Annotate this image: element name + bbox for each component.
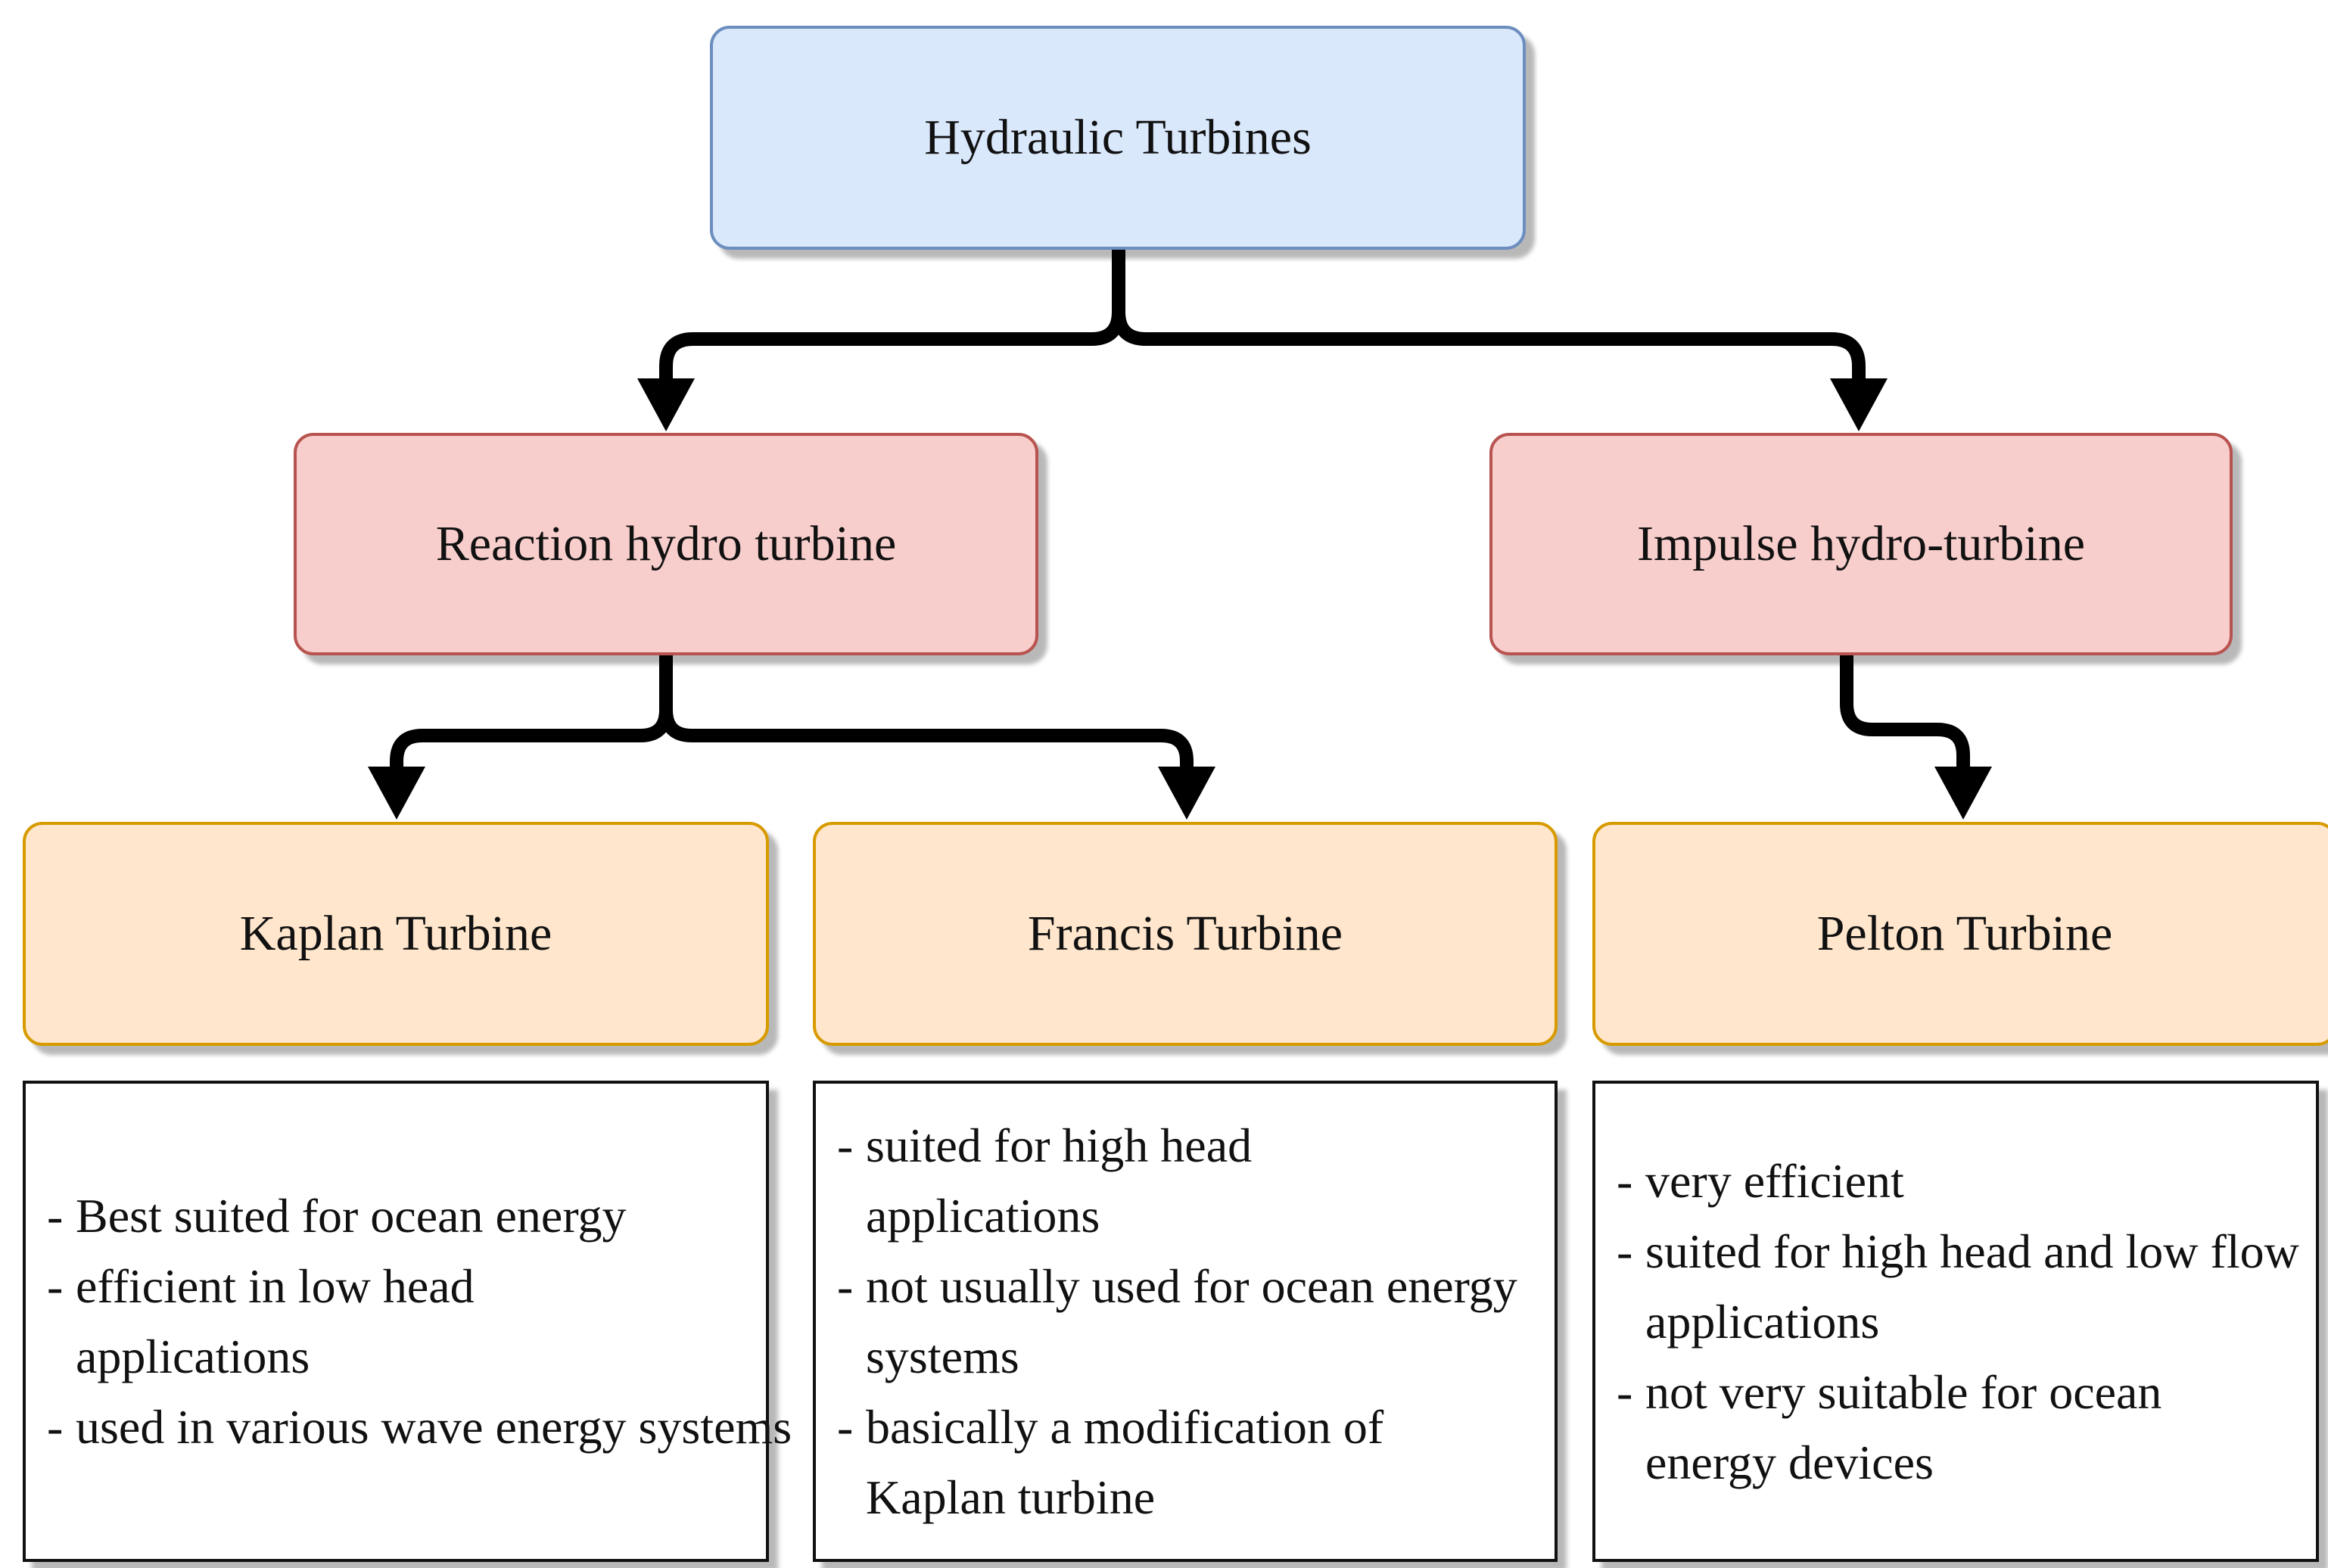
- pelton-note: suited for high head and low flow applic…: [1617, 1216, 2326, 1357]
- arrowhead-impulse: [1830, 378, 1888, 431]
- francis-notes-box: suited for high head applications not us…: [813, 1081, 1558, 1562]
- arrowhead-pelton: [1934, 767, 1992, 820]
- connector-impulse-to-pelton: [1840, 649, 1970, 777]
- connector-reaction-to-francis: [659, 703, 1194, 777]
- root-node-hydraulic-turbines: Hydraulic Turbines: [710, 26, 1526, 250]
- kaplan-note: efficient in low head applications: [47, 1251, 515, 1392]
- pelton-note: very efficient: [1617, 1146, 2326, 1216]
- turbine-node-francis: Francis Turbine: [813, 822, 1558, 1046]
- category-node-reaction: Reaction hydro turbine: [294, 433, 1038, 655]
- pelton-notes-list: very efficient suited for high head and …: [1617, 1146, 2326, 1498]
- turbine-node-pelton: Pelton Turbine: [1592, 822, 2328, 1046]
- francis-note: not usually used for ocean energy system…: [837, 1251, 1532, 1392]
- kaplan-note: used in various wave energy systems: [47, 1392, 795, 1462]
- connector-root-to-reaction: [659, 243, 1125, 389]
- francis-note: suited for high head applications: [837, 1110, 1396, 1251]
- francis-note: basically a modification of Kaplan turbi…: [837, 1392, 1532, 1532]
- arrowhead-kaplan: [368, 767, 425, 820]
- connector-root-to-impulse: [1112, 305, 1866, 389]
- category-node-label: Impulse hydro-turbine: [1636, 516, 2086, 571]
- turbine-node-kaplan: Kaplan Turbine: [23, 822, 769, 1046]
- root-node-label: Hydraulic Turbines: [924, 110, 1312, 165]
- pelton-notes-box: very efficient suited for high head and …: [1592, 1081, 2319, 1562]
- category-node-impulse: Impulse hydro-turbine: [1489, 433, 2233, 655]
- kaplan-notes-list: Best suited for ocean energy efficient i…: [47, 1181, 795, 1462]
- connector-reaction-to-kaplan: [390, 649, 673, 777]
- kaplan-note: Best suited for ocean energy: [47, 1181, 795, 1251]
- turbine-node-label: Kaplan Turbine: [239, 906, 552, 961]
- turbine-node-label: Pelton Turbine: [1816, 906, 2113, 961]
- turbine-node-label: Francis Turbine: [1027, 906, 1343, 961]
- arrowhead-francis: [1158, 767, 1215, 820]
- arrowhead-reaction: [637, 378, 695, 431]
- kaplan-notes-box: Best suited for ocean energy efficient i…: [23, 1081, 792, 1562]
- category-node-label: Reaction hydro turbine: [435, 516, 897, 571]
- francis-notes-list: suited for high head applications not us…: [837, 1110, 1532, 1532]
- pelton-note: not very suitable for ocean energy devic…: [1617, 1357, 2296, 1498]
